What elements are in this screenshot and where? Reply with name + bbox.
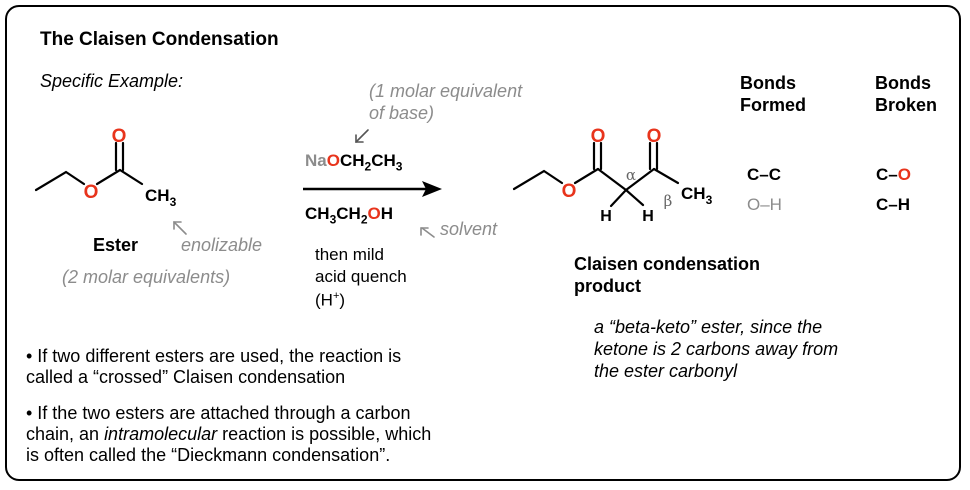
ester-oxygen-label: O <box>84 182 99 203</box>
product-name-line2: product <box>574 276 641 296</box>
ester-structure <box>34 141 144 192</box>
solvent-note: solvent <box>440 219 498 239</box>
diagram-title: The Claisen Condensation <box>40 29 279 50</box>
bonds-broken-header-line2: Broken <box>875 95 938 115</box>
bonds-formed-header-line2: Formed <box>740 95 807 115</box>
bonds-formed-header-line1: Bonds <box>740 73 796 93</box>
base-note-line2: of base) <box>369 103 435 123</box>
base-reagent: NaOCH2CH3 <box>305 151 403 174</box>
solvent-pointer <box>420 227 435 238</box>
subtitle: Specific Example: <box>40 71 184 91</box>
bullet-dieckmann: • If the two esters are attached through… <box>26 403 431 466</box>
bullet1-line1: • If two different esters are used, the … <box>26 346 402 366</box>
product-note-line1: a “beta-keto” ester, since the <box>594 317 823 337</box>
ester-methyl-label: CH3 <box>145 186 177 209</box>
product-note-line3: the ester carbonyl <box>594 361 738 381</box>
quench-line1: then mild <box>315 245 384 264</box>
enolizable-note: enolizable <box>181 235 263 255</box>
bullet2-line3: is often called the “Dieckmann condensat… <box>26 445 391 465</box>
bonds-broken-item1: C–O <box>876 165 911 184</box>
beta-carbon-label: β <box>664 192 673 210</box>
alpha-hydrogen-left: H <box>600 208 612 225</box>
ester-name: Ester <box>93 235 139 255</box>
bonds-formed-item1: C–C <box>747 165 782 184</box>
product-name-line1: Claisen condensation <box>574 254 761 274</box>
bonds-formed-item2: O–H <box>747 195 782 214</box>
alpha-hydrogen-right: H <box>642 208 654 225</box>
product-ketone-oxygen-label: O <box>647 126 662 147</box>
bullet2-line1: • If the two esters are attached through… <box>26 403 411 423</box>
quench-line3: (H+) <box>315 290 346 310</box>
diagram-frame <box>5 5 961 481</box>
bonds-broken-item2: C–H <box>876 195 911 214</box>
bonds-broken-header-line1: Bonds <box>875 73 931 93</box>
alpha-carbon-label: α <box>626 166 636 184</box>
reaction-arrow <box>303 181 442 197</box>
quench-line2: acid quench <box>315 267 407 286</box>
product-ester-oxygen-label: O <box>562 181 577 202</box>
enolizable-pointer <box>173 221 187 235</box>
product-carbonyl-oxygen-label: O <box>591 126 606 147</box>
bullet1-line2: called a “crossed” Claisen condensation <box>26 367 346 387</box>
base-pointer <box>355 129 369 143</box>
solvent-reagent: CH3CH2OH <box>305 204 394 227</box>
ester-carbonyl-oxygen-label: O <box>112 126 127 147</box>
bullet2-line2: chain, an intramolecular reaction is pos… <box>26 424 432 444</box>
product-methyl-label: CH3 <box>681 184 713 207</box>
bullet-crossed-claisen: • If two different esters are used, the … <box>26 346 401 388</box>
ester-equivalents-note: (2 molar equivalents) <box>62 267 231 287</box>
base-note-line1: (1 molar equivalent <box>369 81 523 101</box>
product-note-line2: ketone is 2 carbons away from <box>594 339 839 359</box>
product-structure <box>512 141 680 208</box>
